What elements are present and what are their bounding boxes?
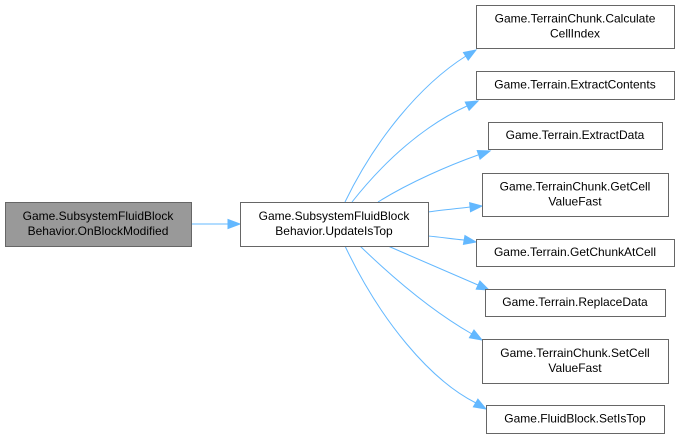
node-t5[interactable]: Game.Terrain.GetChunkAtCell	[476, 239, 675, 267]
edge-line	[427, 206, 471, 213]
node-t2[interactable]: Game.Terrain.ExtractContents	[476, 71, 675, 100]
edge-line	[387, 245, 479, 286]
edge-line	[344, 245, 477, 404]
node-label-line: Game.TerrainChunk.Calculate	[495, 12, 656, 26]
edge-center-to-t2	[351, 100, 480, 203]
arrowhead-icon	[462, 49, 478, 62]
arrowhead-icon	[472, 398, 488, 410]
edge-line	[344, 55, 467, 203]
edge-line	[427, 235, 465, 241]
node-box	[486, 405, 665, 434]
node-label-line: Game.TerrainChunk.GetCell	[500, 180, 651, 194]
node-label-line: ValueFast	[548, 361, 602, 375]
node-box	[476, 5, 675, 49]
node-label-line: Behavior.OnBlockModified	[28, 224, 169, 238]
node-label-line: Game.Terrain.ReplaceData	[502, 295, 648, 309]
node-label-line: Game.FluidBlock.SetIsTop	[504, 412, 646, 426]
arrowhead-icon	[227, 218, 242, 230]
node-label-line: Game.SubsystemFluidBlock	[23, 209, 175, 223]
node-t8[interactable]: Game.FluidBlock.SetIsTop	[486, 405, 665, 434]
arrowhead-icon	[476, 150, 492, 160]
arrowhead-icon	[462, 234, 478, 246]
edges	[191, 49, 492, 410]
node-t6[interactable]: Game.Terrain.ReplaceData	[485, 289, 666, 317]
node-label-line: Game.SubsystemFluidBlock	[259, 209, 411, 223]
nodes: Game.SubsystemFluidBlockBehavior.OnBlock…	[5, 5, 675, 434]
edge-center-to-t3	[377, 150, 492, 203]
node-t3[interactable]: Game.Terrain.ExtractData	[488, 122, 663, 150]
node-box	[5, 202, 192, 247]
edge-center-to-t1	[344, 49, 478, 203]
node-box	[488, 122, 663, 150]
node-source[interactable]: Game.SubsystemFluidBlockBehavior.OnBlock…	[5, 202, 192, 247]
edge-center-to-t8	[344, 245, 488, 410]
node-label-line: ValueFast	[548, 195, 602, 209]
node-label-line: Game.TerrainChunk.SetCell	[500, 346, 649, 360]
node-label-line: Behavior.UpdateIsTop	[275, 224, 393, 238]
edge-source-to-center	[191, 218, 242, 230]
node-box	[485, 289, 666, 317]
node-box	[476, 71, 675, 100]
edge-center-to-t4	[427, 202, 484, 213]
edge-center-to-t7	[359, 245, 484, 341]
node-label-line: CellIndex	[550, 27, 600, 41]
node-box	[482, 173, 669, 217]
edge-line	[359, 245, 473, 335]
node-center: Game.SubsystemFluidBlockBehavior.UpdateI…	[240, 202, 429, 247]
edge-center-to-t6	[387, 245, 491, 291]
node-label-line: Game.Terrain.GetChunkAtCell	[494, 245, 656, 259]
edge-line	[377, 154, 479, 203]
edge-center-to-t5	[427, 234, 478, 246]
arrowhead-icon	[469, 202, 484, 213]
arrowhead-icon	[475, 280, 491, 291]
arrowhead-icon	[468, 329, 484, 341]
arrowhead-icon	[464, 100, 480, 112]
node-box	[482, 339, 669, 384]
edge-line	[351, 105, 468, 203]
node-label-line: Game.Terrain.ExtractData	[506, 128, 645, 142]
node-box	[240, 202, 429, 247]
node-box	[476, 239, 675, 267]
node-label-line: Game.Terrain.ExtractContents	[494, 78, 655, 92]
